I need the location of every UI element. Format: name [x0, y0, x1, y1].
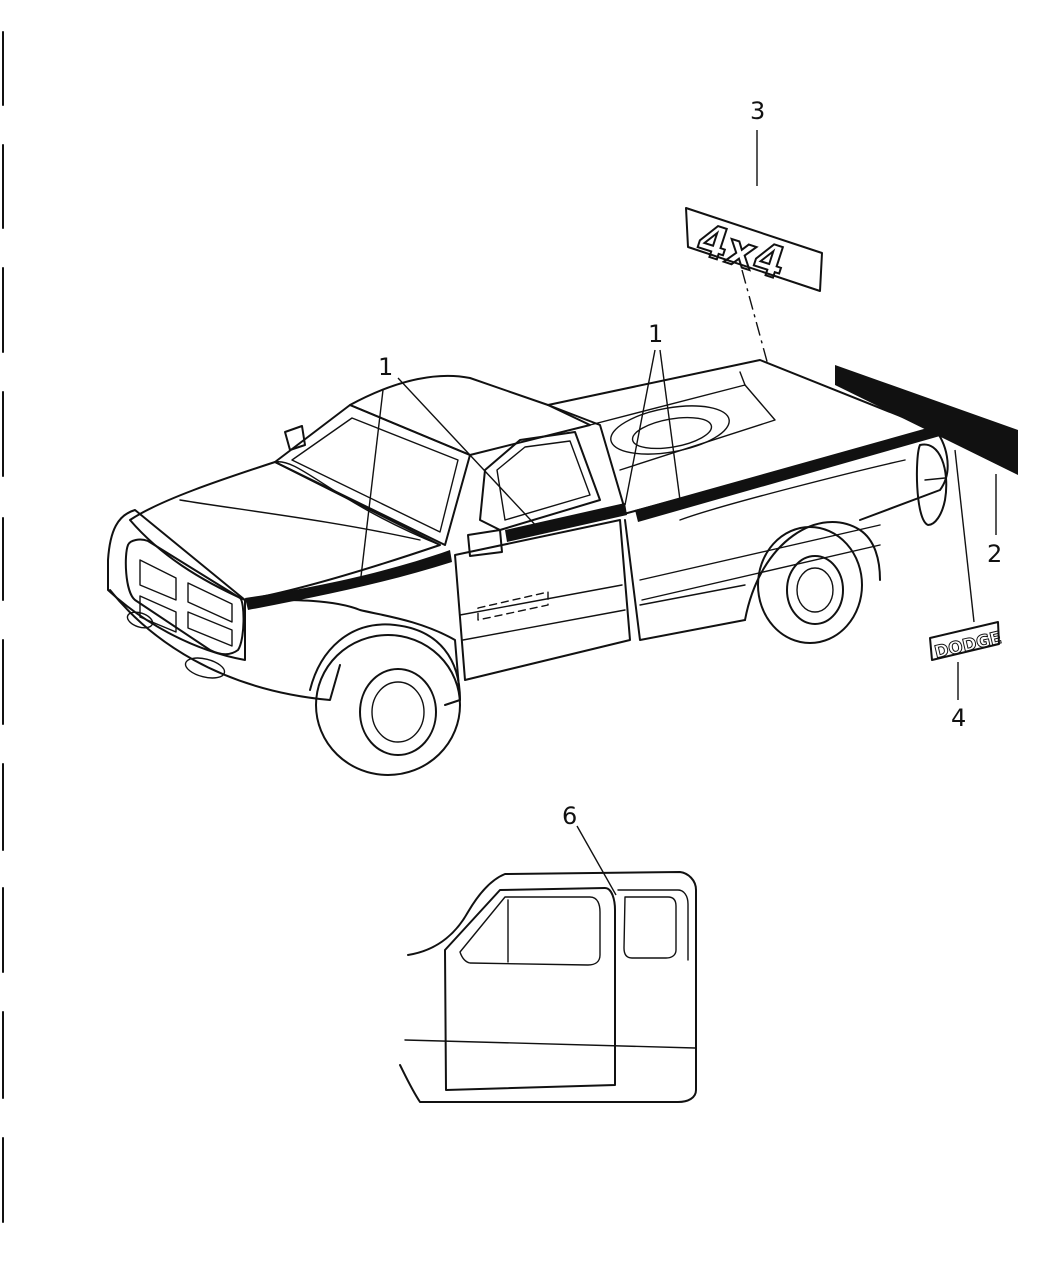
callout-4: 4	[951, 704, 966, 732]
nameplate-dodge: DODGE	[929, 621, 1004, 663]
pickup-truck-illustration	[107, 359, 949, 776]
callout-2: 2	[987, 540, 1002, 568]
nameplate-dodge-text: DODGE	[933, 628, 1004, 663]
hood-stripe	[245, 550, 452, 610]
callout-6: 6	[562, 802, 577, 830]
callout-1-side: 1	[648, 320, 663, 348]
emblem-4x4: 4x4	[685, 207, 823, 292]
cab-detail-illustration	[399, 871, 697, 1103]
callout-1-front: 1	[378, 353, 393, 381]
leader-lines	[359, 130, 997, 896]
emblem-4x4-text: 4x4	[691, 214, 792, 290]
cab-stripe	[505, 503, 627, 542]
callout-3: 3	[750, 97, 765, 125]
bed-stripe	[635, 425, 940, 522]
bed-stripe-decal	[835, 365, 1018, 475]
